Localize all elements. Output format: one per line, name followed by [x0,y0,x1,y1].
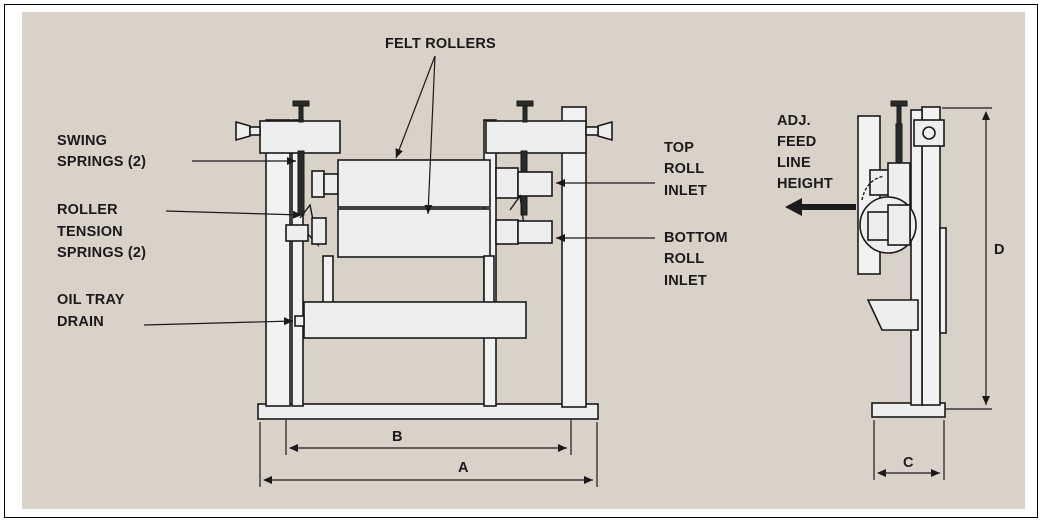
bottom-roll-inlet-label-line3: INLET [664,273,707,289]
top-roll-inlet-label-line1: TOP [664,140,694,156]
feed-direction-arrow [785,198,802,216]
swing-springs-label-line2: SPRINGS (2) [57,154,146,170]
oil-tray-drain-label-line1: OIL TRAY [57,292,125,308]
left-inner-post [291,119,304,407]
side-adjust-knob [890,100,908,107]
left-adjust-knob [292,100,310,107]
left-top-block [259,120,341,154]
adj-feed-label-line3: LINE [777,155,811,171]
dimension-c-label: C [903,455,914,471]
left-bottom-bearing [311,217,327,245]
roller-tension-springs-label-line2: TENSION [57,224,123,240]
top-roll-inlet-label-line3: INLET [664,183,707,199]
bottom-roll-inlet-fitting [517,220,553,244]
roller-tension-springs-label-line3: SPRINGS (2) [57,245,146,261]
oil-tray-drain [294,315,305,327]
roller-tension-springs-label-line1: ROLLER [57,202,118,218]
felt-rollers-label: FELT ROLLERS [385,36,496,52]
left-swing-spring [297,150,305,216]
right-top-bearing [495,167,519,199]
right-outer-post [561,106,587,408]
bottom-roll-inlet-label-line1: BOTTOM [664,230,728,246]
dimension-b-label: B [392,429,403,445]
adj-feed-label-line2: FEED [777,134,816,150]
front-view [235,100,613,487]
bottom-roll-inlet-label-line2: ROLL [664,251,704,267]
right-top-block [485,120,587,154]
right-wing-nut [597,120,613,142]
right-bottom-bearing [495,219,519,245]
top-felt-roller [337,159,491,208]
left-outer-post [265,119,291,407]
left-top-bearing [311,170,325,198]
right-adjust-knob [516,100,534,107]
dimension-d-label: D [994,242,1005,258]
leader-lines [143,55,655,326]
left-lower-block [285,224,309,242]
top-roll-inlet-label-line2: ROLL [664,161,704,177]
side-view [785,100,992,480]
adj-feed-label-line1: ADJ. [777,113,811,129]
oil-tray [303,301,527,339]
side-oil-tray [866,299,919,331]
adj-feed-label-line4: HEIGHT [777,176,833,192]
left-wing-nut [235,120,251,142]
side-base-foot [871,402,946,418]
dimension-a-label: A [458,460,469,476]
top-roll-inlet-fitting [517,171,553,197]
base-plate [257,403,599,420]
swing-springs-label-line1: SWING [57,133,107,149]
side-main-post [921,106,941,406]
bottom-felt-roller [337,208,491,258]
oil-tray-drain-label-line2: DRAIN [57,314,104,330]
